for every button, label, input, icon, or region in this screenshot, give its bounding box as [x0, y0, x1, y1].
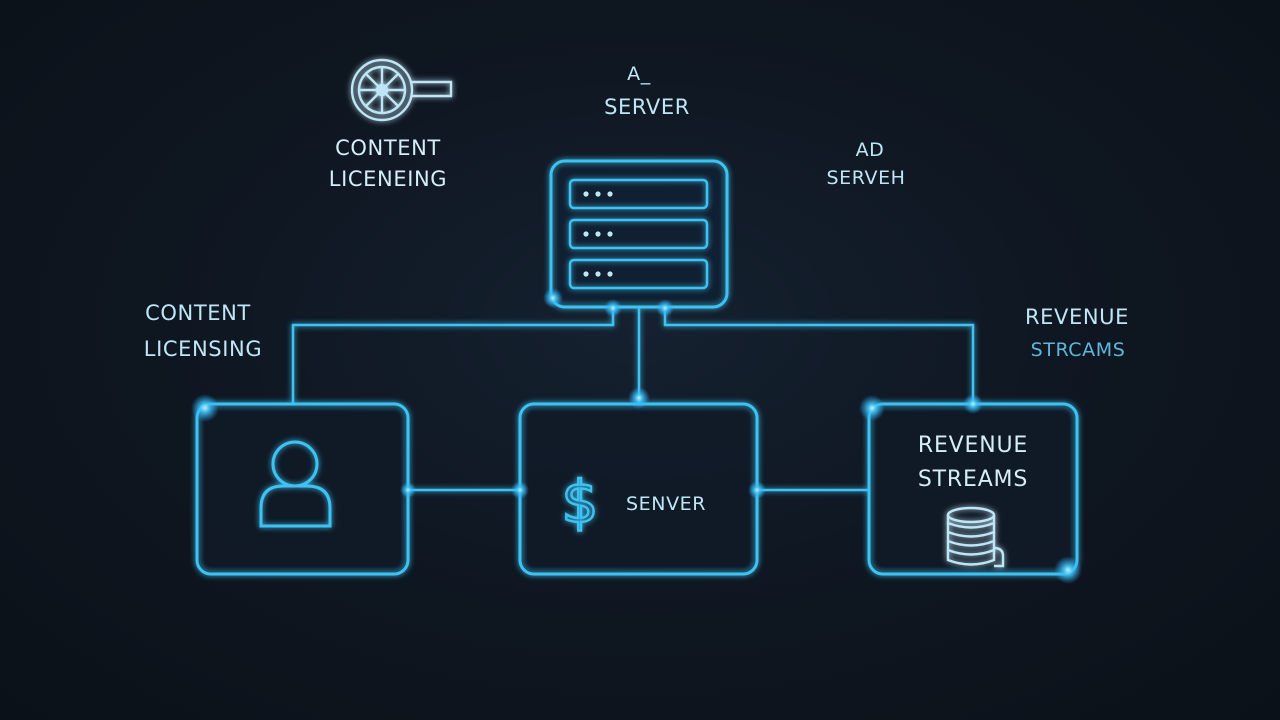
- user-node: [195, 402, 410, 576]
- mid-right-label-line2: STRCAMS: [1031, 339, 1126, 361]
- revenue-node-line1: REVENUE: [918, 433, 1028, 458]
- coin-stack-icon: [946, 506, 1005, 568]
- server-rack-leds: [583, 191, 613, 277]
- connector-server-to-revenue: [663, 308, 975, 404]
- mid-left-label-line1: CONTENT: [145, 301, 251, 325]
- glow-dots: [191, 288, 1082, 584]
- top-left-label-line1: CONTENT: [335, 136, 441, 160]
- server-rack-icon: [568, 178, 709, 290]
- glow-dot: [748, 481, 766, 499]
- top-center-label-line2: SERVER: [604, 95, 690, 119]
- glow-dot: [628, 387, 650, 409]
- dollar-icon: $: [562, 468, 599, 536]
- server-rack-node: [549, 159, 729, 309]
- mid-right-label-line1: REVENUE: [1025, 305, 1129, 329]
- glow-dot: [963, 394, 983, 414]
- top-right-label-line2: SERVEH: [826, 167, 905, 189]
- center-node-label: SENVER: [626, 493, 706, 515]
- user-icon: [259, 440, 332, 528]
- connector-server-to-user: [291, 308, 615, 404]
- glow-dot: [543, 288, 563, 308]
- top-center-label-line1: A_: [627, 63, 651, 85]
- mid-left-label-line2: LICENSING: [144, 337, 262, 361]
- floating-labels: A_ SERVER CONTENT LICENEING AD SERVEH CO…: [144, 63, 1129, 361]
- revenue-node-line2: STREAMS: [918, 467, 1028, 492]
- glow-dot: [859, 395, 885, 421]
- revenue-node: REVENUE STREAMS: [867, 402, 1079, 576]
- glow-dot: [191, 394, 219, 422]
- glow-dot: [400, 482, 416, 498]
- top-left-label-line2: LICENEING: [329, 167, 447, 191]
- top-right-label-line1: AD: [856, 139, 885, 161]
- glow-dot: [1054, 556, 1082, 584]
- center-node: $ SENVER: [518, 402, 759, 576]
- glow-dot: [656, 299, 674, 317]
- film-reel-icon: [350, 58, 453, 122]
- glow-dot: [604, 299, 622, 317]
- glow-dot: [511, 481, 529, 499]
